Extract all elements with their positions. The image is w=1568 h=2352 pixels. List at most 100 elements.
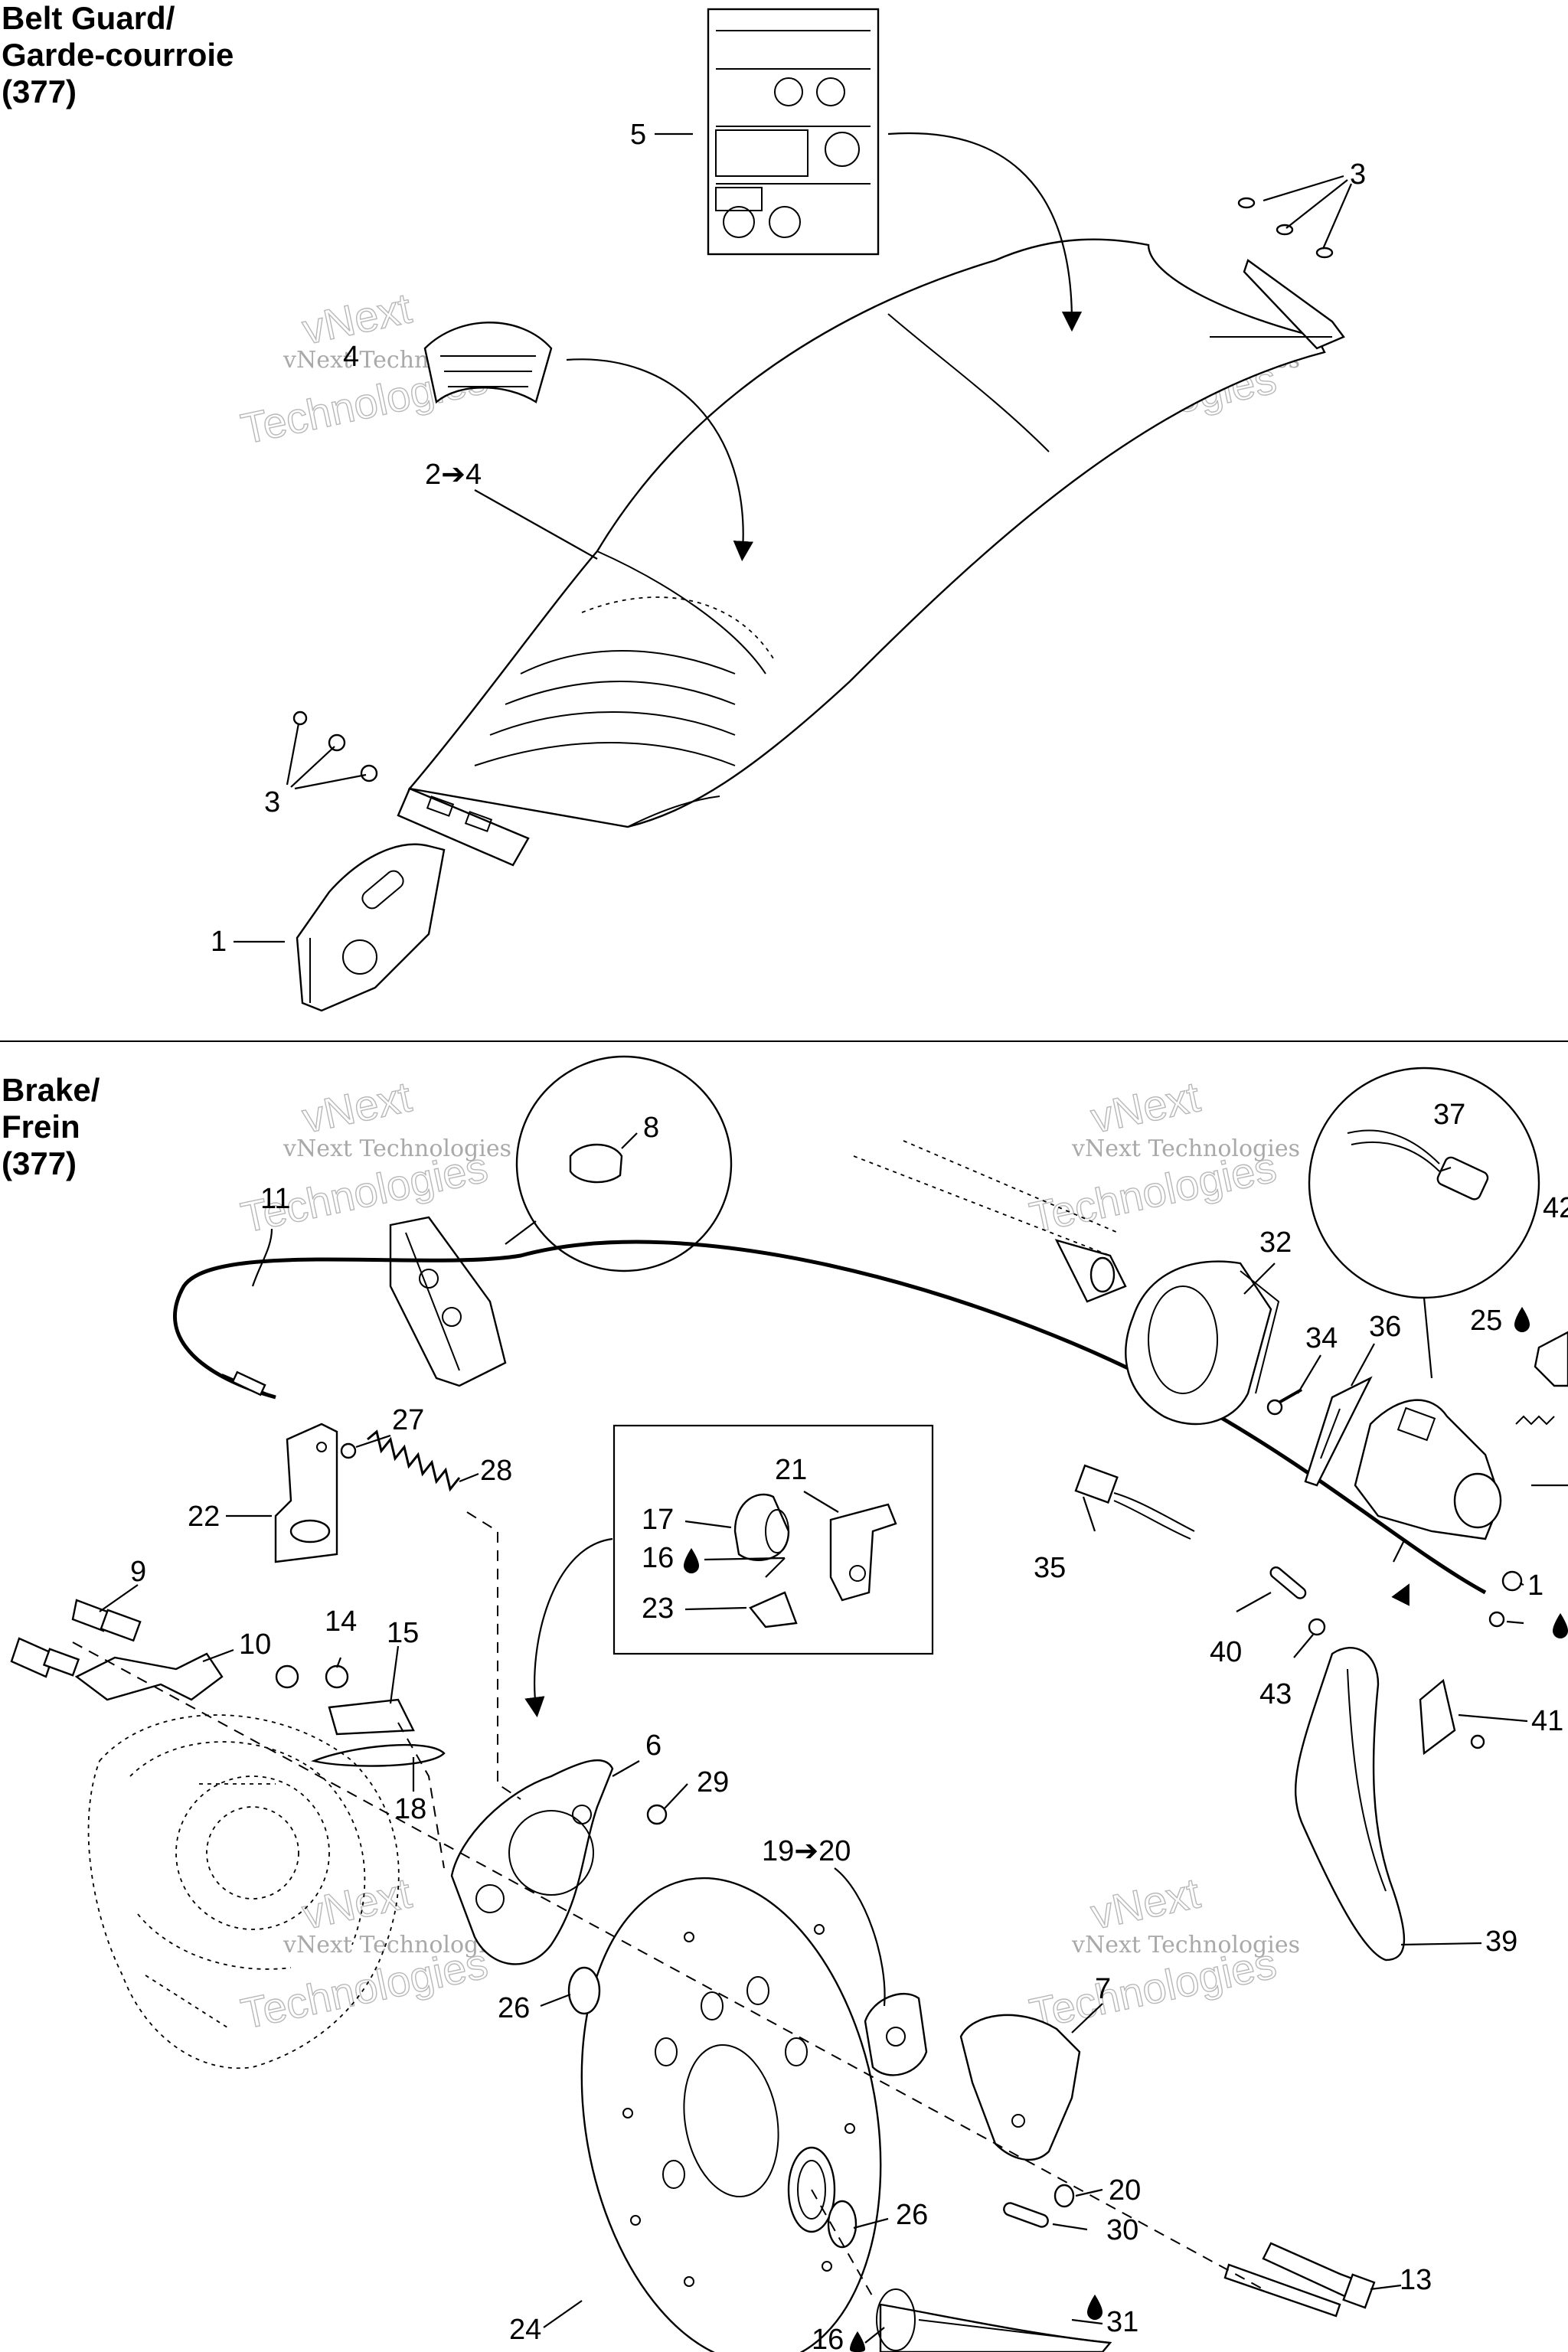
callout-34: 34 <box>1305 1322 1338 1354</box>
belt-guard-diagram: 5 3 4 2➔4 3 1 <box>211 8 1366 1012</box>
part-14-nuts <box>275 1664 349 1689</box>
callout-22: 22 <box>188 1501 220 1533</box>
part-34-screw <box>1266 1388 1302 1416</box>
callout-1: 1 <box>211 926 227 958</box>
part-2-belt-guard <box>397 238 1345 867</box>
callout-42: 42 <box>1543 1192 1568 1224</box>
part-8-clip <box>569 1143 623 1184</box>
callout-26-front: 26 <box>498 1992 530 2024</box>
callout-35: 35 <box>1034 1552 1066 1584</box>
watermark-6: vNext Technologies vNext Technologies <box>1025 1868 1300 2039</box>
part-9-bolts <box>10 1599 142 1678</box>
part-41-insert <box>1419 1678 1456 1756</box>
callout-7: 7 <box>1095 1973 1111 2005</box>
callout-16-inset: 16 <box>642 1542 674 1574</box>
callout-27: 27 <box>392 1404 424 1436</box>
part-1-bracket <box>296 843 446 1012</box>
callout-21: 21 <box>775 1454 807 1486</box>
cable-end-rear <box>1488 1611 1505 1628</box>
callout-40: 40 <box>1210 1636 1242 1668</box>
brake-title-line-2: Frein <box>2 1109 80 1145</box>
callout-13: 13 <box>1400 2264 1432 2296</box>
oil-drop-icon <box>1087 2295 1102 2320</box>
callout-19-20: 19➔20 <box>762 1835 851 1867</box>
callout-4: 4 <box>343 341 359 373</box>
belt-guard-title-line-2: Garde-courroie <box>2 37 234 73</box>
watermark-outline: vNext <box>1086 1868 1204 1938</box>
detail-circle-8 <box>515 1055 733 1272</box>
part-35-connector <box>1074 1464 1195 1540</box>
part-29-nut <box>646 1804 668 1825</box>
part-21-spring-clip <box>829 1503 897 1602</box>
part-36-cover <box>1304 1376 1373 1487</box>
engine-ghost-outline <box>87 1714 400 2069</box>
part-30-key <box>1003 2202 1049 2228</box>
part-18-plate <box>311 1743 446 1767</box>
callout-3: 3 <box>1350 158 1366 191</box>
part-26-shim-rear <box>827 2200 858 2249</box>
callout-1-brake: 1 <box>1527 1570 1544 1602</box>
callout-17: 17 <box>642 1504 674 1536</box>
driveshaft <box>876 2288 1112 2352</box>
callout-26-rear: 26 <box>896 2199 928 2231</box>
watermark-3: vNext Technologies vNext Technologies <box>237 1072 511 1243</box>
callout-8: 8 <box>643 1112 659 1144</box>
callout-32: 32 <box>1259 1227 1292 1259</box>
part-11-brake-cable <box>173 1240 1487 1595</box>
part-3-fasteners-bottom <box>292 710 378 782</box>
cable-bracket <box>389 1216 507 1387</box>
watermark-text: vNext Technologies <box>283 1135 511 1162</box>
belt-guard-title: Belt Guard/ Garde-courroie (377) <box>2 0 234 110</box>
callout-16: 16 <box>812 2324 844 2352</box>
callout-43: 43 <box>1259 1678 1292 1710</box>
oil-drop-icon <box>684 1548 699 1573</box>
callout-6: 6 <box>645 1730 662 1762</box>
handlebar-tube <box>853 1140 1127 1303</box>
brake-title: Brake/ Frein (377) <box>2 1072 100 1182</box>
callout-28: 28 <box>480 1455 512 1487</box>
part-3-fasteners-top <box>1237 197 1334 259</box>
part-4-warning-decal <box>423 322 553 404</box>
belt-guard-title-line-3: (377) <box>2 74 77 109</box>
oil-drop-icon <box>850 2331 865 2352</box>
watermark-text: vNext Technologies <box>283 1932 511 1958</box>
callout-18: 18 <box>394 1793 426 1825</box>
watermark-4: vNext Technologies vNext Technologies <box>1025 1072 1300 1243</box>
watermark-outline: vNext <box>1086 1072 1204 1142</box>
callout-9: 9 <box>130 1556 146 1588</box>
part-43-washer <box>1308 1618 1326 1636</box>
part-20-pin <box>1054 2184 1075 2208</box>
callout-37: 37 <box>1433 1099 1465 1131</box>
callout-36: 36 <box>1369 1311 1401 1343</box>
detail-circle-37 <box>1308 1067 1540 1299</box>
part-17-piston <box>733 1493 790 1561</box>
part-6-caliper <box>450 1759 614 1965</box>
part-26-shim-front <box>567 1966 601 2015</box>
lever-housing <box>1354 1399 1502 1540</box>
part-28-spring <box>367 1429 461 1492</box>
watermark-text: vNext Technologies <box>1071 1932 1300 1958</box>
brake-title-line-1: Brake/ <box>2 1072 100 1108</box>
part-40-pin <box>1269 1566 1307 1599</box>
callout-39: 39 <box>1485 1926 1517 1958</box>
part-23-retainer <box>749 1591 798 1628</box>
part-5-decal <box>707 8 880 256</box>
brake-pad-outer <box>864 1992 928 2076</box>
belt-guard-title-line-1: Belt Guard/ <box>2 0 175 36</box>
brake-title-line-3: (377) <box>2 1145 77 1181</box>
part-32-housing <box>1125 1260 1280 1426</box>
callout-24: 24 <box>509 2314 541 2346</box>
callout-29: 29 <box>697 1766 729 1798</box>
oil-drop-icon <box>1553 1613 1568 1638</box>
part-10-yoke <box>74 1652 224 1701</box>
part-25-plug <box>1534 1331 1568 1387</box>
part-22-bracket <box>274 1423 338 1563</box>
part-39-brake-lever <box>1294 1646 1406 1962</box>
callout-25: 25 <box>1470 1305 1502 1337</box>
watermark-text: vNext Technologies <box>1071 1135 1300 1162</box>
part-15-link <box>328 1698 415 1736</box>
callout-31: 31 <box>1106 2306 1138 2338</box>
callout-14: 14 <box>325 1606 357 1638</box>
callout-23: 23 <box>642 1592 674 1625</box>
